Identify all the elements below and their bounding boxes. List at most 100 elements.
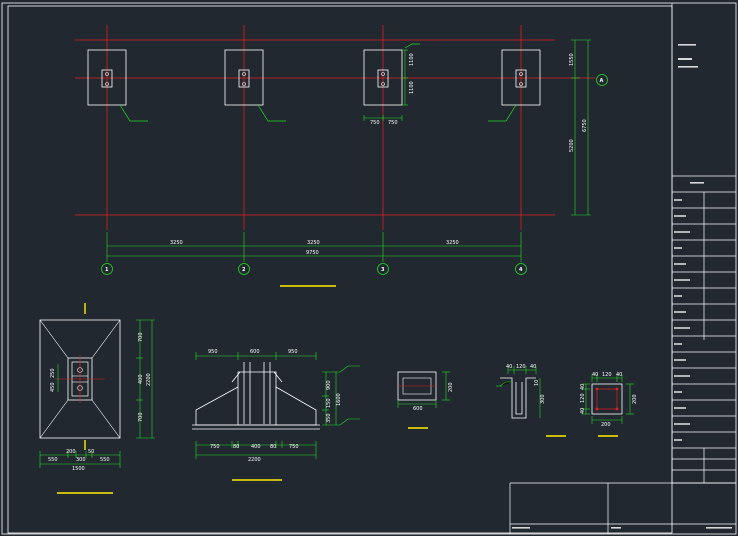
title-block-cell-marks [674, 199, 690, 441]
title-block-cell-mark [674, 199, 682, 201]
leader-1 [119, 104, 148, 122]
detail-pad-plan: 700 400 700 2200 250 450 550 200 300 50 … [39, 303, 155, 494]
title-block-cell-mark [674, 279, 690, 281]
title-block-cell-mark [674, 327, 690, 329]
pad-right-total: 2200 [146, 373, 152, 386]
detail-small-1: 600 200 [397, 371, 454, 429]
pad-inner-dim-2: 450 [50, 382, 56, 392]
section-right-total: 1600 [336, 393, 342, 406]
pad-dim-top: 1100 [409, 53, 415, 66]
section-bottom-dim-4: 80 [270, 444, 276, 450]
pad-dim-bottom: 1100 [409, 81, 415, 94]
section-top-dim-2: 600 [250, 349, 260, 355]
title-block-cell-mark [674, 359, 686, 361]
small1-right-dim: 200 [448, 382, 454, 392]
pad-3 [363, 49, 403, 106]
small3-top-dim-2: 120 [602, 372, 612, 378]
pad-inner-dim-1: 250 [50, 368, 56, 378]
small2-top-dim-2: 120 [516, 364, 526, 370]
small3-bottom-dim: 200 [601, 422, 611, 428]
total-dim: 9750 [306, 250, 319, 256]
title-block-cell-mark [674, 343, 682, 345]
span-dim-2: 3250 [307, 240, 320, 246]
foundation-plan: 1100 1100 750 750 1550 5200 6750 A 3250 … [75, 25, 608, 287]
pad-dim-left: 750 [370, 120, 380, 126]
pad-dim-right: 750 [388, 120, 398, 126]
title-block-text-marks [678, 44, 704, 184]
axis-label-2: 2 [242, 267, 246, 273]
pad-bottom-dim-1: 550 [48, 457, 58, 463]
detail-small-3: 40 120 40 40 120 40 200 200 [580, 372, 638, 437]
column-1 [101, 69, 113, 88]
pad-left-dim-3: 700 [138, 412, 144, 422]
section-bottom-dim-2: 80 [233, 444, 239, 450]
detail-small-2: 40 120 40 10 300 [496, 364, 566, 437]
axis-label-3: 3 [381, 267, 385, 273]
section-right-dim-1: 900 [326, 380, 332, 390]
title-block-cell-mark [674, 423, 690, 425]
small3-top-dim-1: 40 [592, 372, 598, 378]
row-bubble-a [596, 74, 608, 86]
pad-left-dim-1: 700 [138, 332, 144, 342]
title-block [671, 3, 736, 484]
right-dim-1: 1550 [569, 53, 575, 66]
pad-bottom-total: 1500 [72, 466, 85, 472]
span-dim-3: 3250 [446, 240, 459, 246]
row-label-a: A [600, 78, 604, 84]
title-block-cell-mark [674, 231, 690, 233]
bottom-title-strip [509, 482, 736, 534]
small2-top-dim-1: 40 [506, 364, 512, 370]
title-block-cell-mark [674, 247, 682, 249]
section-bottom-dim-5: 750 [289, 444, 299, 450]
pad-left-dim-2: 400 [138, 374, 144, 384]
section-top-dim-1: 950 [208, 349, 218, 355]
section-right-dim-3: 350 [326, 413, 332, 423]
column-4 [515, 69, 527, 88]
title-block-cell-mark [674, 263, 686, 265]
pad-bottom-dim-2: 200 [66, 449, 76, 455]
leader-3 [404, 43, 420, 49]
title-block-cell-mark [674, 295, 682, 297]
section-bottom-dim-3: 400 [251, 444, 261, 450]
leader-4 [488, 104, 517, 122]
small2-right-dim-1: 10 [534, 380, 540, 386]
axis-bubble-4 [515, 263, 527, 275]
title-block-cell-mark [674, 215, 686, 217]
small3-right-dim: 200 [632, 394, 638, 404]
column-2 [238, 69, 250, 88]
axis-label-4: 4 [519, 267, 523, 273]
pad-bottom-dim-4: 50 [88, 449, 94, 455]
small1-bottom-dim: 600 [413, 406, 423, 412]
small3-left-dim-1: 40 [580, 384, 586, 390]
small3-top-dim-3: 40 [616, 372, 622, 378]
leader-2 [257, 104, 286, 122]
column-3 [377, 69, 389, 88]
axis-bubble-2 [238, 263, 250, 275]
pad-1 [87, 49, 127, 106]
section-top-dim-3: 950 [288, 349, 298, 355]
section-bottom-dim-1: 750 [210, 444, 220, 450]
right-dim-total: 6750 [582, 119, 588, 132]
small3-left-dim-2: 120 [580, 393, 586, 403]
pad-bottom-dim-5: 550 [100, 457, 110, 463]
title-block-cell-mark [674, 391, 682, 393]
title-block-cell-mark [674, 375, 690, 377]
section-right-dim-2: 150 [326, 398, 332, 408]
detail-section: 950 600 950 750 80 400 80 750 2200 900 1… [192, 349, 360, 481]
title-block-cell-mark [674, 407, 686, 409]
pad-bottom-dim-3: 300 [76, 457, 86, 463]
axis-bubble-1 [101, 263, 113, 275]
axis-label-1: 1 [105, 267, 109, 273]
small3-left-dim-3: 40 [580, 408, 586, 414]
pad-2 [224, 49, 264, 106]
small2-top-dim-3: 40 [530, 364, 536, 370]
title-block-cell-mark [674, 311, 686, 313]
section-bottom-total: 2200 [248, 457, 261, 463]
pad-4 [501, 49, 541, 106]
span-dim-1: 3250 [170, 240, 183, 246]
right-dim-2: 5200 [569, 139, 575, 152]
small2-right-dim-2: 300 [540, 394, 546, 404]
title-block-cell-mark [674, 439, 682, 441]
